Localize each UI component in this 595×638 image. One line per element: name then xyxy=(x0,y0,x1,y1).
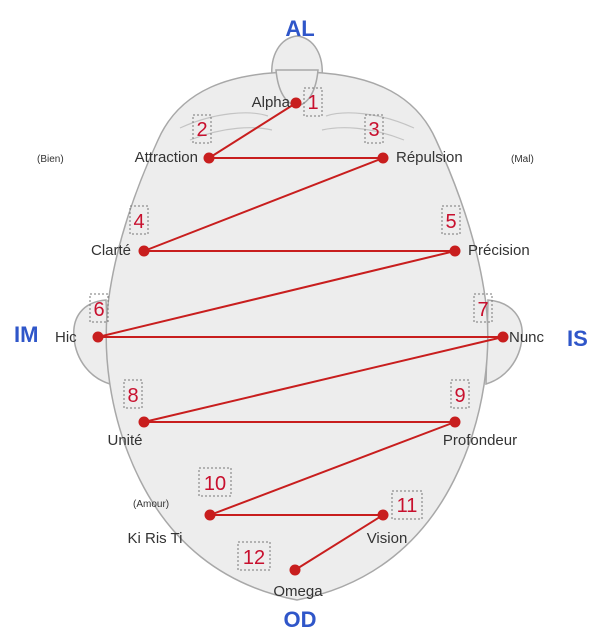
number-box xyxy=(441,205,461,235)
point-label: Hic xyxy=(55,329,77,346)
point-11: Vision 11 xyxy=(367,490,423,547)
point-label: Omega xyxy=(273,583,323,600)
point-9: Profondeur 9 xyxy=(443,379,517,449)
number-box xyxy=(237,541,271,571)
point-5: Précision 5 xyxy=(441,205,530,259)
left-ear xyxy=(73,299,111,386)
point-label: Profondeur xyxy=(443,432,517,449)
direction-right: IS xyxy=(567,326,588,351)
point-3: Répulsion (Mal) 3 xyxy=(364,114,534,166)
point-label: Ki Ris Ti xyxy=(127,530,182,547)
direction-left: IM xyxy=(14,322,38,347)
point-label: Vision xyxy=(367,530,408,547)
point-label: Attraction xyxy=(135,149,198,166)
point-number: 11 xyxy=(397,495,418,517)
point-number: 6 xyxy=(93,299,104,321)
point-number: 4 xyxy=(133,211,144,233)
point-number: 3 xyxy=(368,119,379,141)
number-box xyxy=(450,379,470,409)
point-label: Précision xyxy=(468,242,530,259)
point-number: 2 xyxy=(196,119,207,141)
nose xyxy=(271,35,323,79)
point-marker xyxy=(138,245,150,257)
point-2: (Bien) Attraction 2 xyxy=(37,114,215,166)
number-box xyxy=(89,293,109,323)
point-number: 8 xyxy=(127,385,138,407)
point-number: 9 xyxy=(454,385,465,407)
point-note: (Amour) xyxy=(133,499,169,510)
point-marker xyxy=(204,509,216,521)
number-box xyxy=(391,490,423,520)
point-7: Nunc 7 xyxy=(473,293,545,346)
point-label: Répulsion xyxy=(396,149,463,166)
point-1: Alpha 1 xyxy=(252,87,323,117)
sequence-path xyxy=(97,102,504,571)
point-marker xyxy=(92,331,104,343)
point-label: Nunc xyxy=(509,329,545,346)
point-marker xyxy=(203,152,215,164)
point-8: Unité 8 xyxy=(107,379,150,449)
direction-bottom: OD xyxy=(284,607,317,632)
number-box xyxy=(473,293,493,323)
point-marker xyxy=(497,331,509,343)
point-marker xyxy=(377,509,389,521)
point-10: (Amour) Ki Ris Ti 10 xyxy=(127,467,232,547)
point-number: 10 xyxy=(204,473,226,495)
point-note: (Mal) xyxy=(511,154,534,165)
point-marker xyxy=(377,152,389,164)
point-number: 12 xyxy=(243,547,265,569)
number-box xyxy=(123,379,143,409)
number-box xyxy=(303,87,323,117)
point-label: Clarté xyxy=(91,242,131,259)
number-box xyxy=(129,205,149,235)
number-box xyxy=(198,467,232,497)
point-marker xyxy=(289,564,301,576)
point-number: 7 xyxy=(477,299,488,321)
point-4: Clarté 4 xyxy=(91,205,150,259)
point-number: 1 xyxy=(307,92,318,114)
point-label: Alpha xyxy=(252,94,291,111)
point-note: (Bien) xyxy=(37,154,64,165)
direction-top: AL xyxy=(285,16,314,41)
point-marker xyxy=(138,416,150,428)
point-marker xyxy=(449,245,461,257)
number-box xyxy=(364,114,384,144)
point-marker xyxy=(290,97,302,109)
point-number: 5 xyxy=(445,211,456,233)
point-6: Hic 6 xyxy=(55,293,109,346)
number-box xyxy=(192,114,212,144)
point-marker xyxy=(449,416,461,428)
point-12: Omega 12 xyxy=(237,541,323,600)
point-label: Unité xyxy=(107,432,142,449)
